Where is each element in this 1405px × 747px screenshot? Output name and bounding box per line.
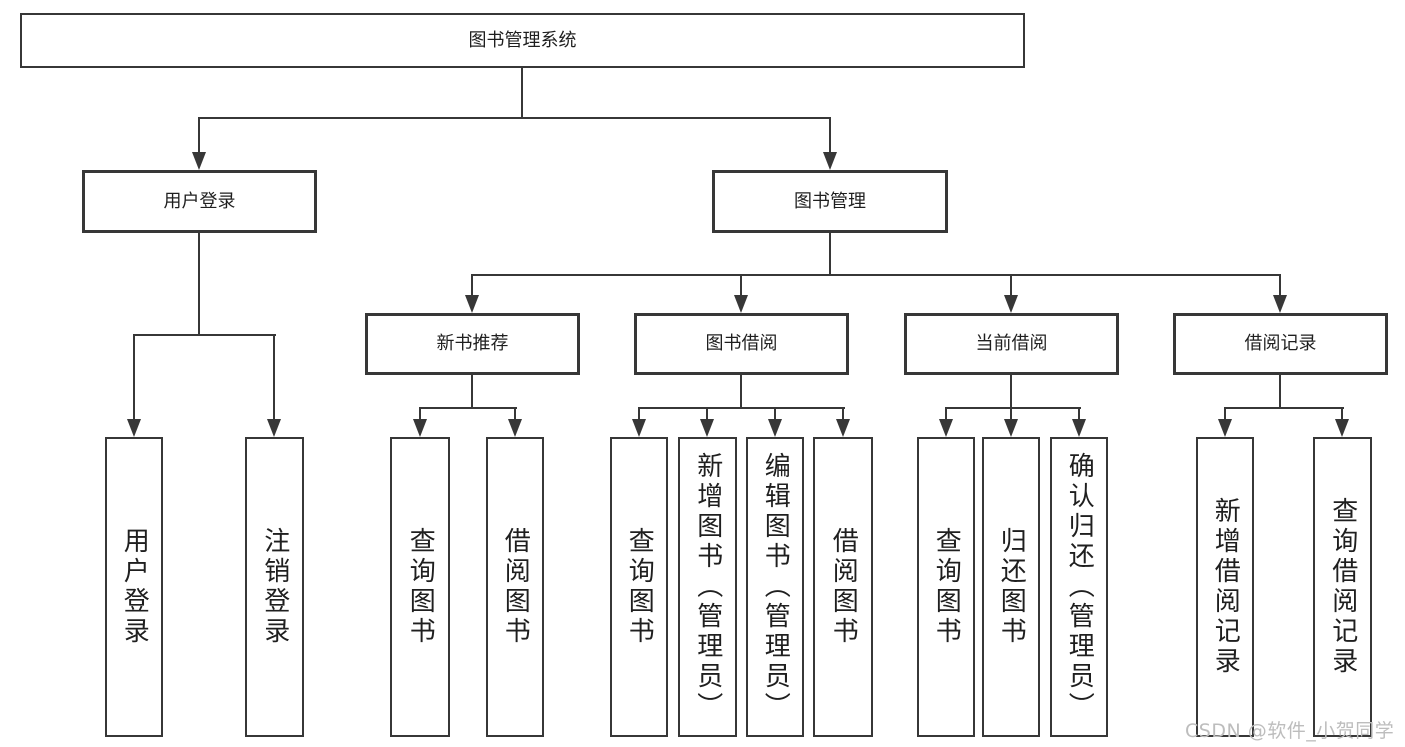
connector-line <box>638 407 640 423</box>
connector-line <box>1224 407 1344 409</box>
arrow-down-icon <box>939 419 953 437</box>
connector-line <box>638 407 845 409</box>
leaf-add-borrow-record: 新增借阅记录 <box>1196 437 1254 737</box>
node-label: 图书管理 <box>794 190 866 212</box>
leaf-label: 编辑图书（管理员） <box>760 452 791 722</box>
connector-line <box>1279 274 1281 298</box>
leaf-label: 借阅图书 <box>500 527 531 647</box>
arrow-down-icon <box>734 295 748 313</box>
arrow-down-icon <box>836 419 850 437</box>
connector-line <box>1010 274 1012 298</box>
connector-line <box>829 233 831 276</box>
node-label: 图书借阅 <box>705 333 778 355</box>
arrow-down-icon <box>823 152 837 170</box>
node-label: 图书管理系统 <box>468 29 577 51</box>
leaf-return-books: 归还图书 <box>982 437 1040 737</box>
arrow-down-icon <box>1072 419 1086 437</box>
leaf-label: 新增借阅记录 <box>1210 497 1241 677</box>
arrow-down-icon <box>700 419 714 437</box>
connector-line <box>133 334 276 336</box>
connector-line <box>419 407 517 409</box>
connector-line <box>198 117 200 155</box>
connector-line <box>1224 407 1226 423</box>
arrow-down-icon <box>1218 419 1232 437</box>
arrow-down-icon <box>768 419 782 437</box>
node-current-borrowing: 当前借阅 <box>904 313 1119 375</box>
leaf-label: 查询图书 <box>405 527 436 647</box>
leaf-query-borrow-record: 查询借阅记录 <box>1313 437 1372 737</box>
connector-line <box>471 375 473 409</box>
leaf-label: 查询图书 <box>931 527 962 647</box>
watermark: CSDN @软件_小贺同学 <box>1185 720 1395 742</box>
connector-line <box>133 334 135 422</box>
node-user-login: 用户登录 <box>82 170 317 233</box>
leaf-query-books-borrowing: 查询图书 <box>610 437 668 737</box>
connector-line <box>1279 375 1281 409</box>
node-label: 借阅记录 <box>1244 333 1317 355</box>
connector-line <box>945 407 1081 409</box>
connector-line <box>740 274 742 298</box>
connector-line <box>1078 407 1080 423</box>
leaf-label: 用户登录 <box>119 527 150 647</box>
connector-line <box>419 407 421 423</box>
leaf-edit-books-admin: 编辑图书（管理员） <box>746 437 804 737</box>
arrow-down-icon <box>192 152 206 170</box>
leaf-query-books-current: 查询图书 <box>917 437 975 737</box>
node-library-system: 图书管理系统 <box>20 13 1025 68</box>
leaf-borrow-books: 借阅图书 <box>813 437 873 737</box>
leaf-label: 注销登录 <box>259 527 290 647</box>
arrow-down-icon <box>632 419 646 437</box>
node-label: 新书推荐 <box>436 333 509 355</box>
connector-line <box>1010 375 1012 409</box>
arrow-down-icon <box>1004 419 1018 437</box>
node-borrowing-records: 借阅记录 <box>1173 313 1388 375</box>
connector-line <box>198 233 200 336</box>
connector-line <box>774 407 776 423</box>
leaf-add-books-admin: 新增图书（管理员） <box>678 437 737 737</box>
connector-line <box>273 334 275 422</box>
leaf-label: 归还图书 <box>996 527 1027 647</box>
arrow-down-icon <box>413 419 427 437</box>
arrow-down-icon <box>508 419 522 437</box>
node-book-borrowing: 图书借阅 <box>634 313 849 375</box>
connector-line <box>945 407 947 423</box>
connector-line <box>198 117 831 119</box>
connector-line <box>1341 407 1343 423</box>
leaf-label: 借阅图书 <box>828 527 859 647</box>
node-label: 当前借阅 <box>975 333 1048 355</box>
leaf-label: 查询图书 <box>624 527 655 647</box>
connector-line <box>521 66 523 118</box>
arrow-down-icon <box>1273 295 1287 313</box>
leaf-user-login: 用户登录 <box>105 437 163 737</box>
connector-line <box>471 274 1281 276</box>
node-book-management: 图书管理 <box>712 170 948 233</box>
leaf-query-books-recommend: 查询图书 <box>390 437 450 737</box>
connector-line <box>842 407 844 423</box>
arrow-down-icon <box>465 295 479 313</box>
leaf-borrow-books-recommend: 借阅图书 <box>486 437 544 737</box>
node-label: 用户登录 <box>163 190 236 212</box>
connector-line <box>514 407 516 423</box>
connector-line <box>706 407 708 423</box>
leaf-label: 查询借阅记录 <box>1327 497 1358 677</box>
connector-line <box>1010 407 1012 423</box>
leaf-logout: 注销登录 <box>245 437 304 737</box>
leaf-label: 确认归还（管理员） <box>1064 452 1095 722</box>
connector-line <box>829 117 831 155</box>
arrow-down-icon <box>127 419 141 437</box>
arrow-down-icon <box>1004 295 1018 313</box>
arrow-down-icon <box>267 419 281 437</box>
node-new-book-recommend: 新书推荐 <box>365 313 580 375</box>
leaf-label: 新增图书（管理员） <box>692 452 723 722</box>
connector-line <box>740 375 742 409</box>
arrow-down-icon <box>1335 419 1349 437</box>
leaf-confirm-return-admin: 确认归还（管理员） <box>1050 437 1108 737</box>
connector-line <box>471 274 473 298</box>
